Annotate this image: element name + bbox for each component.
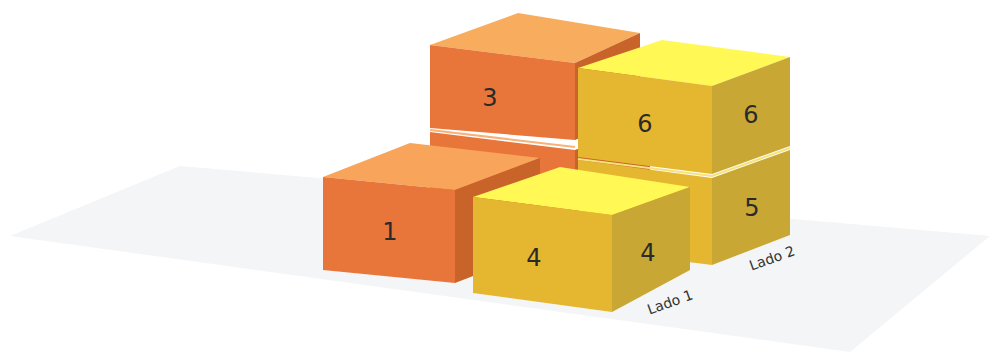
ground	[10, 166, 990, 352]
cube: 66	[578, 40, 790, 174]
face-number: 4	[640, 241, 655, 265]
face-number: 6	[637, 112, 652, 136]
face-number: 6	[743, 103, 758, 127]
seam	[430, 130, 575, 147]
cube-face	[323, 177, 455, 283]
seam	[578, 148, 790, 176]
face-number: 5	[744, 196, 759, 220]
cube: 1	[323, 143, 540, 283]
cube: 44	[473, 167, 690, 312]
cube-face	[578, 68, 712, 174]
cube: 3	[430, 13, 640, 140]
cube: 5	[578, 150, 790, 265]
cube-face	[473, 197, 612, 312]
face-number: 3	[482, 86, 497, 110]
face-number: 1	[382, 220, 397, 244]
cube-face	[712, 57, 790, 174]
cube-face	[430, 45, 575, 140]
face-number: 4	[526, 246, 541, 270]
